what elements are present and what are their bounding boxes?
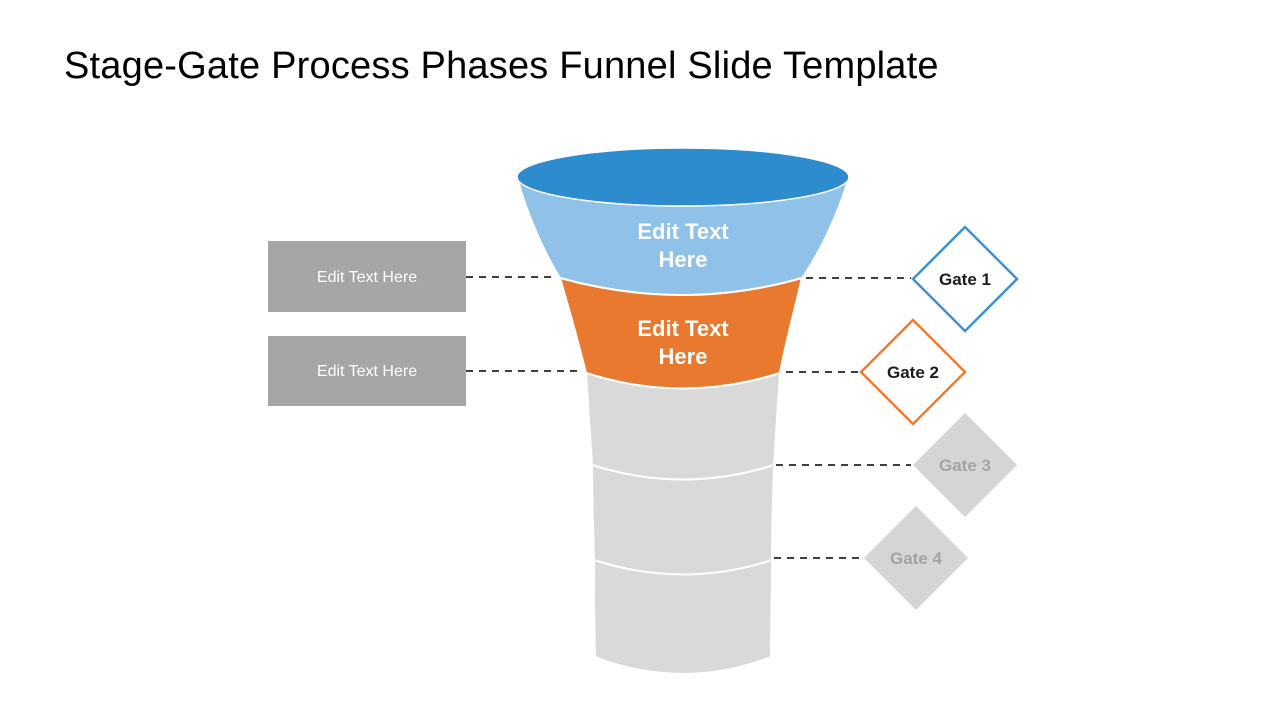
gates: Gate 1 Gate 2 Gate 3 Gate 4 <box>859 225 1019 610</box>
gate-3-label: Gate 3 <box>939 456 991 475</box>
funnel-stage-4[interactable] <box>590 463 776 576</box>
gate-2-diamond[interactable] <box>859 318 967 426</box>
funnel-stage-2-label-line1: Edit Text <box>637 316 729 341</box>
edit-text-box-1-label: Edit Text Here <box>317 269 417 286</box>
gate-3-diamond[interactable] <box>913 413 1017 517</box>
gate-4-label: Gate 4 <box>890 549 943 568</box>
left-label-boxes: Edit Text Here Edit Text Here <box>268 241 466 406</box>
gate-4-diamond[interactable] <box>864 506 968 610</box>
gate-2-label: Gate 2 <box>887 363 939 382</box>
gate-1-diamond[interactable] <box>911 225 1019 333</box>
edit-text-box-2-label: Edit Text Here <box>317 363 417 380</box>
connector-lines <box>466 276 911 559</box>
funnel-stage-2-label-line2: Here <box>659 344 708 369</box>
funnel-stage-5[interactable] <box>592 558 774 675</box>
edit-text-box-1[interactable] <box>268 241 466 312</box>
funnel: Edit Text Here Edit Text Here <box>515 147 851 675</box>
funnel-stage-1-label-line1: Edit Text <box>637 219 729 244</box>
gate-1-label: Gate 1 <box>939 270 991 289</box>
slide-title[interactable]: Stage-Gate Process Phases Funnel Slide T… <box>64 45 939 87</box>
funnel-top-opening-ellipse[interactable] <box>516 147 850 207</box>
funnel-stage-3[interactable] <box>584 371 782 481</box>
funnel-stage-1-label-line2: Here <box>659 247 708 272</box>
edit-text-box-2[interactable] <box>268 336 466 406</box>
